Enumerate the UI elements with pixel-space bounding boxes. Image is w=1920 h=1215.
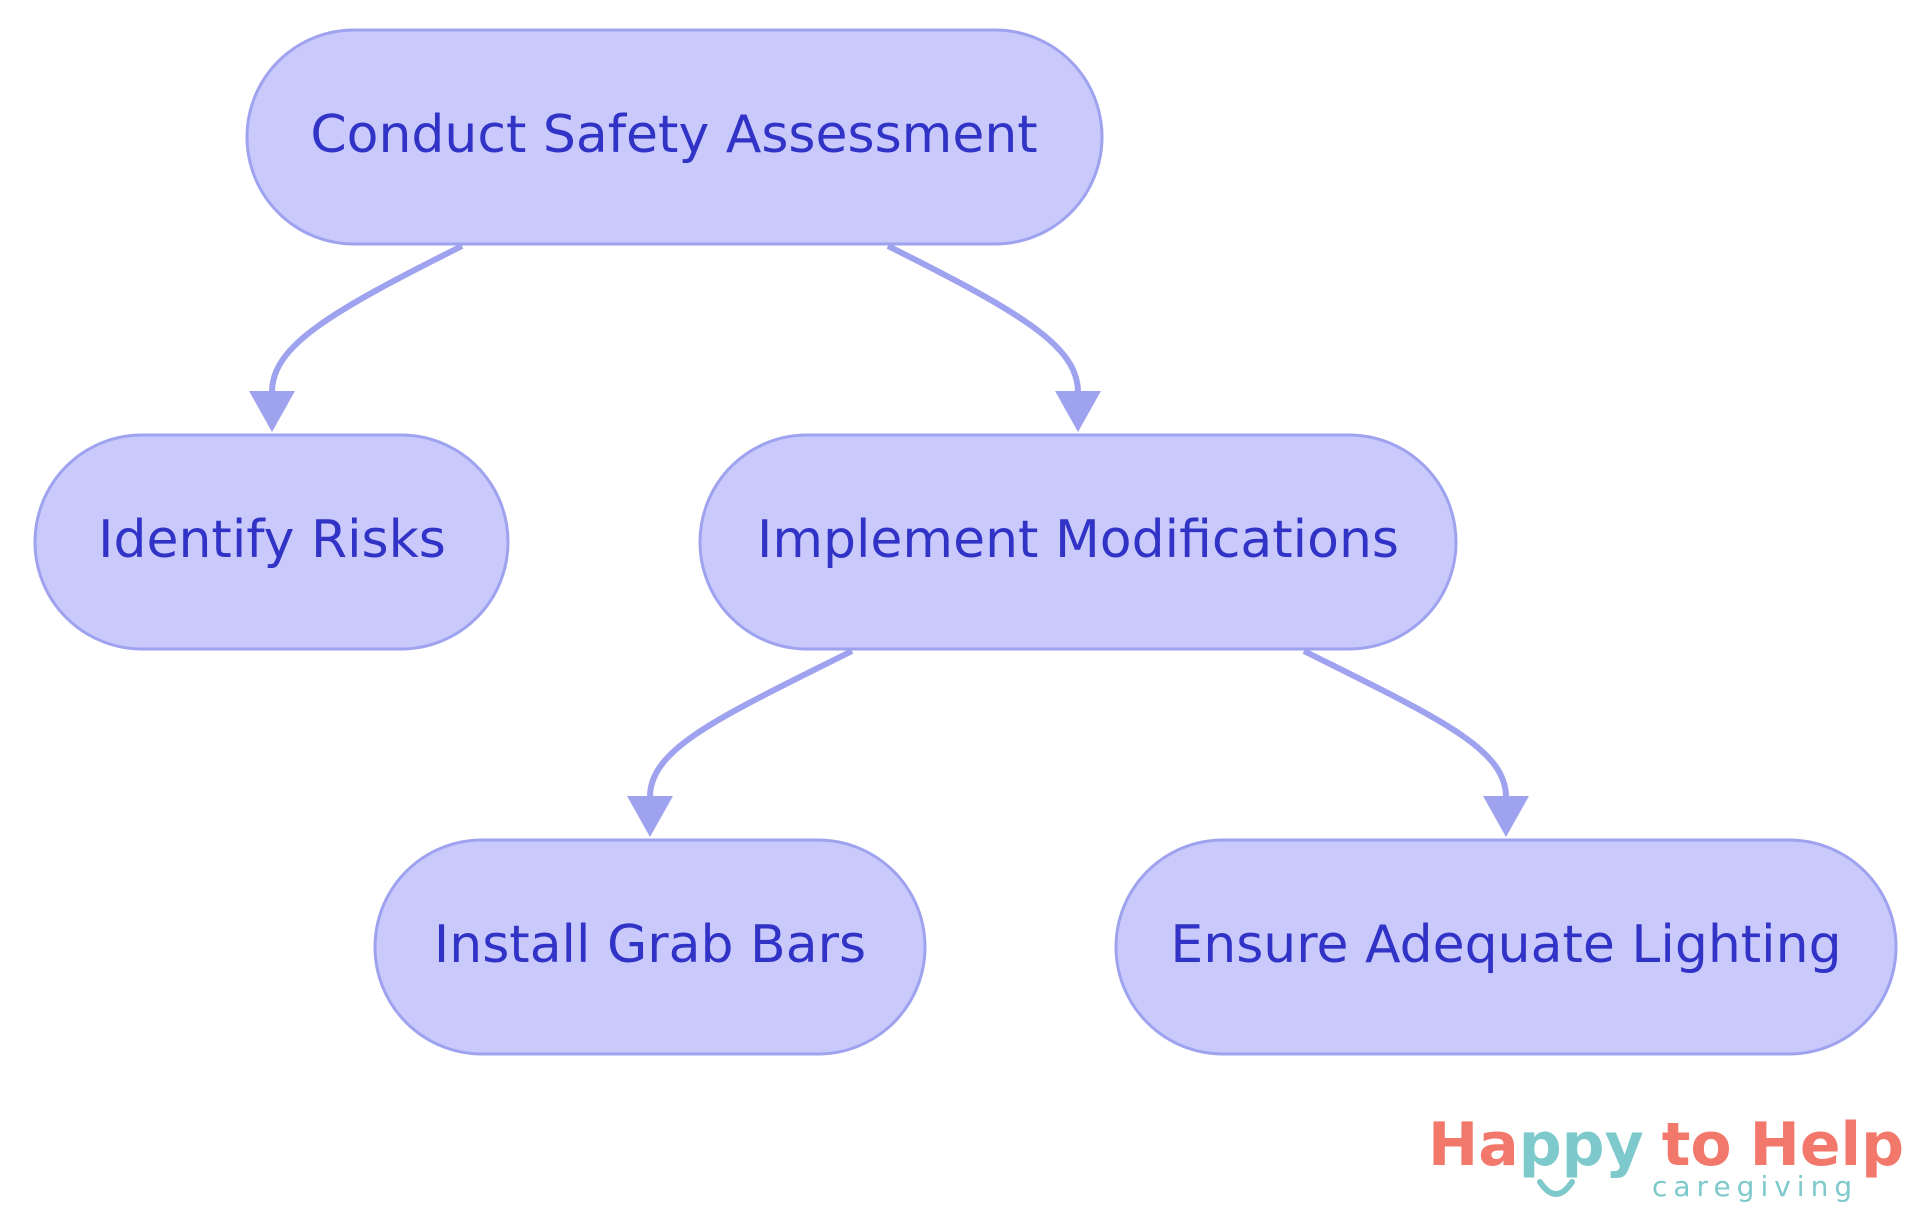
- logo-subtitle: caregiving: [1652, 1170, 1858, 1203]
- edge-implement-to-lighting: [1302, 648, 1509, 798]
- edge-implement-to-grab: [647, 648, 854, 798]
- arrow-implement-to-lighting: [1483, 796, 1529, 837]
- logo-happy-ha: Ha: [1428, 1110, 1519, 1180]
- node-identify-risks: Identify Risks: [33, 433, 510, 651]
- node-conduct-safety-assessment: Conduct Safety Assessment: [245, 28, 1104, 246]
- edges: [249, 243, 1529, 837]
- edge-conduct-to-identify: [269, 243, 464, 393]
- node-label: Ensure Adequate Lighting: [1170, 915, 1841, 975]
- node-label: Implement Modifications: [757, 510, 1399, 570]
- logo-word-help: Help: [1750, 1110, 1904, 1180]
- node-label: Identify Risks: [98, 510, 446, 570]
- arrow-conduct-to-implement: [1055, 391, 1101, 432]
- arrow-implement-to-grab: [627, 796, 673, 837]
- node-label: Install Grab Bars: [434, 915, 866, 975]
- arrow-conduct-to-identify: [249, 391, 295, 432]
- node-implement-modifications: Implement Modifications: [698, 433, 1458, 651]
- node-label: Conduct Safety Assessment: [310, 105, 1037, 165]
- logo-word-to: to: [1662, 1110, 1732, 1180]
- node-install-grab-bars: Install Grab Bars: [373, 838, 927, 1056]
- node-ensure-adequate-lighting: Ensure Adequate Lighting: [1114, 838, 1898, 1056]
- edge-conduct-to-implement: [886, 243, 1081, 393]
- smile-icon: [1537, 1179, 1575, 1197]
- logo-happy-ppy: ppy: [1519, 1110, 1644, 1180]
